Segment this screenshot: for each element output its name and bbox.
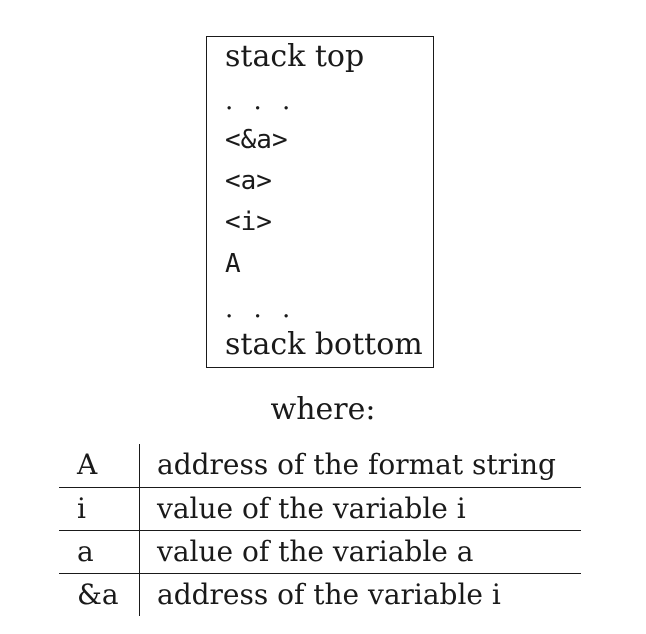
legend-row: i value of the variable i bbox=[59, 487, 581, 530]
legend-row: A address of the format string bbox=[59, 444, 581, 486]
stack-entry-value-a: <a> bbox=[225, 166, 272, 196]
stack-entry-address-a: <&a> bbox=[225, 125, 288, 155]
stack-entry-format-address: A bbox=[225, 249, 241, 279]
legend-row: &a address of the variable i bbox=[59, 573, 581, 616]
legend-key: a bbox=[77, 535, 94, 568]
legend-description: address of the format string bbox=[157, 448, 556, 481]
legend-key: i bbox=[77, 492, 86, 525]
stack-bottom-label: stack bottom bbox=[225, 327, 423, 362]
where-label: where: bbox=[270, 392, 376, 427]
legend-key: A bbox=[77, 448, 98, 481]
legend-description: value of the variable i bbox=[157, 492, 466, 525]
legend-description: address of the variable i bbox=[157, 578, 501, 611]
legend-key: &a bbox=[77, 578, 119, 611]
stack-diagram: stack top . . . <&a> <a> <i> A . . . sta… bbox=[206, 36, 434, 368]
stack-ellipsis-lower: . . . bbox=[225, 294, 297, 324]
legend-row: a value of the variable a bbox=[59, 530, 581, 573]
stack-top-label: stack top bbox=[225, 39, 365, 74]
stack-ellipsis-upper: . . . bbox=[225, 86, 297, 116]
stack-entry-value-i: <i> bbox=[225, 207, 272, 237]
legend-description: value of the variable a bbox=[157, 535, 474, 568]
